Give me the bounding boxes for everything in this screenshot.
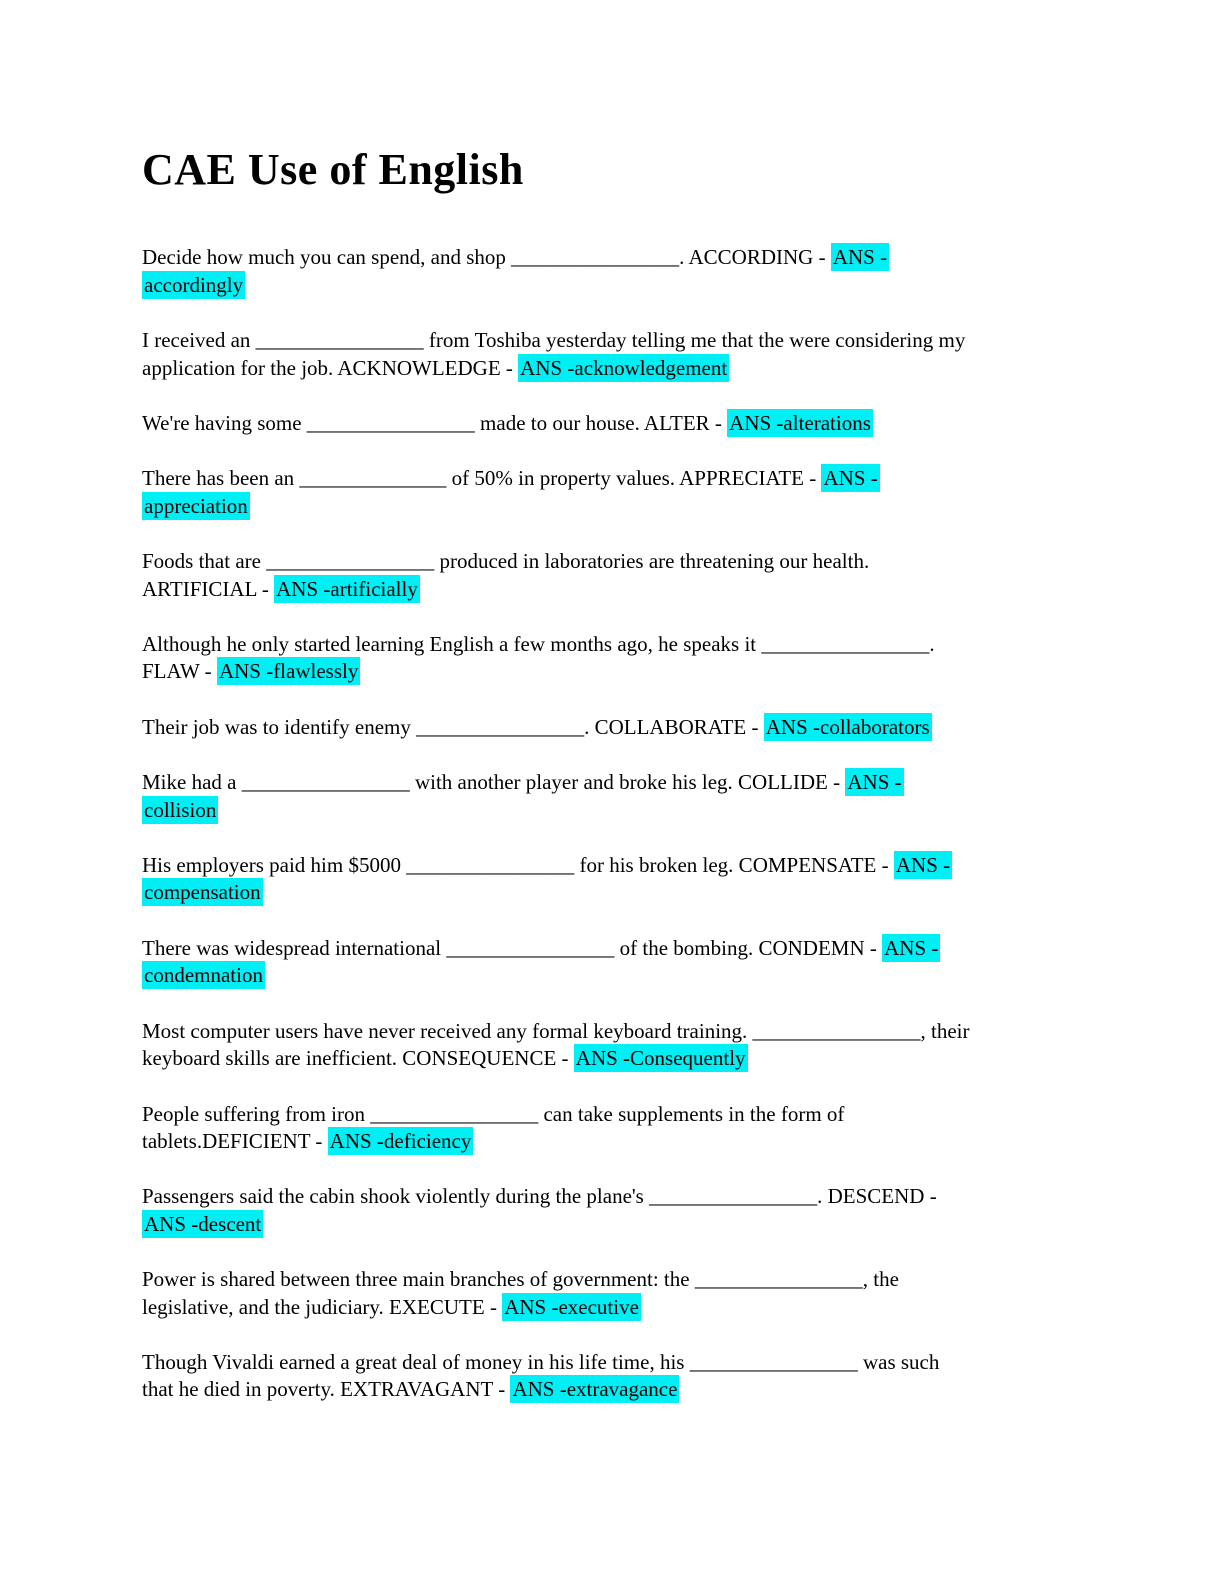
text-line: Mike had a ________________ with another… (142, 768, 1086, 797)
answer-highlight: ANS -artificially (274, 574, 420, 603)
text-line: accordingly (142, 270, 1086, 299)
exercise-paragraph: Decide how much you can spend, and shop … (142, 243, 1086, 299)
sentence-text: that he died in poverty. EXTRAVAGANT - (142, 1377, 511, 1402)
answer-highlight: ANS - (830, 243, 890, 272)
exercise-paragraph: His employers paid him $5000 ___________… (142, 851, 1086, 907)
sentence-text: There was widespread international _____… (142, 935, 883, 960)
answer-highlight: ANS -Consequently (573, 1044, 748, 1073)
sentence-text: Passengers said the cabin shook violentl… (142, 1184, 937, 1209)
answer-highlight: ANS - (845, 768, 904, 797)
page-title: CAE Use of English (142, 145, 524, 194)
sentence-text: People suffering from iron _____________… (142, 1101, 845, 1126)
text-line: collision (142, 795, 1086, 824)
exercise-paragraph: We're having some ________________ made … (142, 409, 1086, 438)
text-line: People suffering from iron _____________… (142, 1101, 1086, 1128)
exercise-paragraph: Though Vivaldi earned a great deal of mo… (142, 1349, 1086, 1404)
answer-highlight: appreciation (142, 491, 250, 520)
sentence-text: His employers paid him $5000 ___________… (142, 853, 894, 878)
answer-highlight: ANS -extravagance (510, 1375, 680, 1404)
sentence-text: Although he only started learning Englis… (142, 632, 935, 657)
text-line: that he died in poverty. EXTRAVAGANT - A… (142, 1375, 1086, 1404)
exercise-paragraph: Although he only started learning Englis… (142, 631, 1086, 686)
answer-highlight: ANS - (882, 933, 941, 962)
sentence-text: ARTIFICIAL - (142, 576, 275, 601)
text-line: Though Vivaldi earned a great deal of mo… (142, 1349, 1086, 1376)
text-line: There was widespread international _____… (142, 933, 1086, 962)
sentence-text: legislative, and the judiciary. EXECUTE … (142, 1294, 503, 1319)
sentence-text: Their job was to identify enemy ________… (142, 714, 764, 739)
exercise-paragraph: Mike had a ________________ with another… (142, 768, 1086, 824)
answer-highlight: ANS -flawlessly (216, 657, 361, 686)
exercise-paragraph: People suffering from iron _____________… (142, 1101, 1086, 1156)
text-line: Power is shared between three main branc… (142, 1266, 1086, 1293)
text-line: condemnation (142, 961, 1086, 990)
answer-highlight: collision (142, 795, 219, 824)
answer-highlight: ANS -executive (502, 1292, 641, 1321)
text-line: keyboard skills are inefficient. CONSEQU… (142, 1044, 1086, 1073)
text-line: Foods that are ________________ produced… (142, 548, 1086, 575)
sentence-text: We're having some ________________ made … (142, 411, 728, 436)
text-line: I received an ________________ from Tosh… (142, 327, 1086, 354)
text-line: Passengers said the cabin shook violentl… (142, 1183, 1086, 1210)
sentence-text: Though Vivaldi earned a great deal of mo… (142, 1349, 940, 1374)
text-line: legislative, and the judiciary. EXECUTE … (142, 1292, 1086, 1321)
text-line: ARTIFICIAL - ANS -artificially (142, 574, 1086, 603)
exercise-paragraph: Most computer users have never received … (142, 1018, 1086, 1073)
sentence-text: Most computer users have never received … (142, 1018, 970, 1043)
exercise-paragraph: Their job was to identify enemy ________… (142, 712, 1086, 741)
sentence-text: tablets.DEFICIENT - (142, 1128, 328, 1153)
text-line: We're having some ________________ made … (142, 409, 1086, 438)
text-line: Most computer users have never received … (142, 1018, 1086, 1045)
sentence-text: Foods that are ________________ produced… (142, 549, 870, 574)
answer-highlight: ANS -alterations (727, 409, 873, 438)
sentence-text: Decide how much you can spend, and shop … (142, 245, 831, 270)
text-line: tablets.DEFICIENT - ANS -deficiency (142, 1126, 1086, 1155)
answer-highlight: compensation (142, 878, 263, 907)
exercise-paragraph: Power is shared between three main branc… (142, 1266, 1086, 1321)
exercise-paragraph: There was widespread international _____… (142, 933, 1086, 990)
sentence-text: FLAW - (142, 659, 217, 684)
text-line: compensation (142, 878, 1086, 907)
answer-highlight: ANS - (893, 851, 953, 880)
sentence-text: keyboard skills are inefficient. CONSEQU… (142, 1046, 574, 1071)
text-line: Decide how much you can spend, and shop … (142, 243, 1086, 272)
sentence-text: Power is shared between three main branc… (142, 1267, 899, 1292)
text-line: ANS -descent (142, 1209, 1086, 1238)
sentence-text: I received an ________________ from Tosh… (142, 328, 966, 353)
text-line: appreciation (142, 491, 1086, 520)
sentence-text: There has been an ______________ of 50% … (142, 466, 822, 491)
sentence-text: Mike had a ________________ with another… (142, 770, 846, 795)
answer-highlight: ANS - (821, 464, 880, 493)
answer-highlight: accordingly (142, 270, 246, 299)
answer-highlight: ANS -acknowledgement (518, 353, 730, 382)
text-line: Their job was to identify enemy ________… (142, 712, 1086, 741)
document-content: CAE Use of English Decide how much you c… (142, 145, 1086, 1404)
answer-highlight: condemnation (142, 961, 265, 990)
sentence-text: application for the job. ACKNOWLEDGE - (142, 355, 519, 380)
exercise-paragraph: Passengers said the cabin shook violentl… (142, 1183, 1086, 1238)
answer-highlight: ANS -deficiency (327, 1126, 474, 1155)
text-line: Although he only started learning Englis… (142, 631, 1086, 658)
text-line: FLAW - ANS -flawlessly (142, 657, 1086, 686)
exercise-paragraph: Foods that are ________________ produced… (142, 548, 1086, 603)
exercise-list: Decide how much you can spend, and shop … (142, 243, 1086, 1404)
answer-highlight: ANS -descent (142, 1209, 264, 1238)
text-line: There has been an ______________ of 50% … (142, 464, 1086, 493)
answer-highlight: ANS -collaborators (763, 712, 932, 741)
exercise-paragraph: There has been an ______________ of 50% … (142, 464, 1086, 520)
exercise-paragraph: I received an ________________ from Tosh… (142, 327, 1086, 382)
text-line: application for the job. ACKNOWLEDGE - A… (142, 353, 1086, 382)
text-line: His employers paid him $5000 ___________… (142, 851, 1086, 880)
